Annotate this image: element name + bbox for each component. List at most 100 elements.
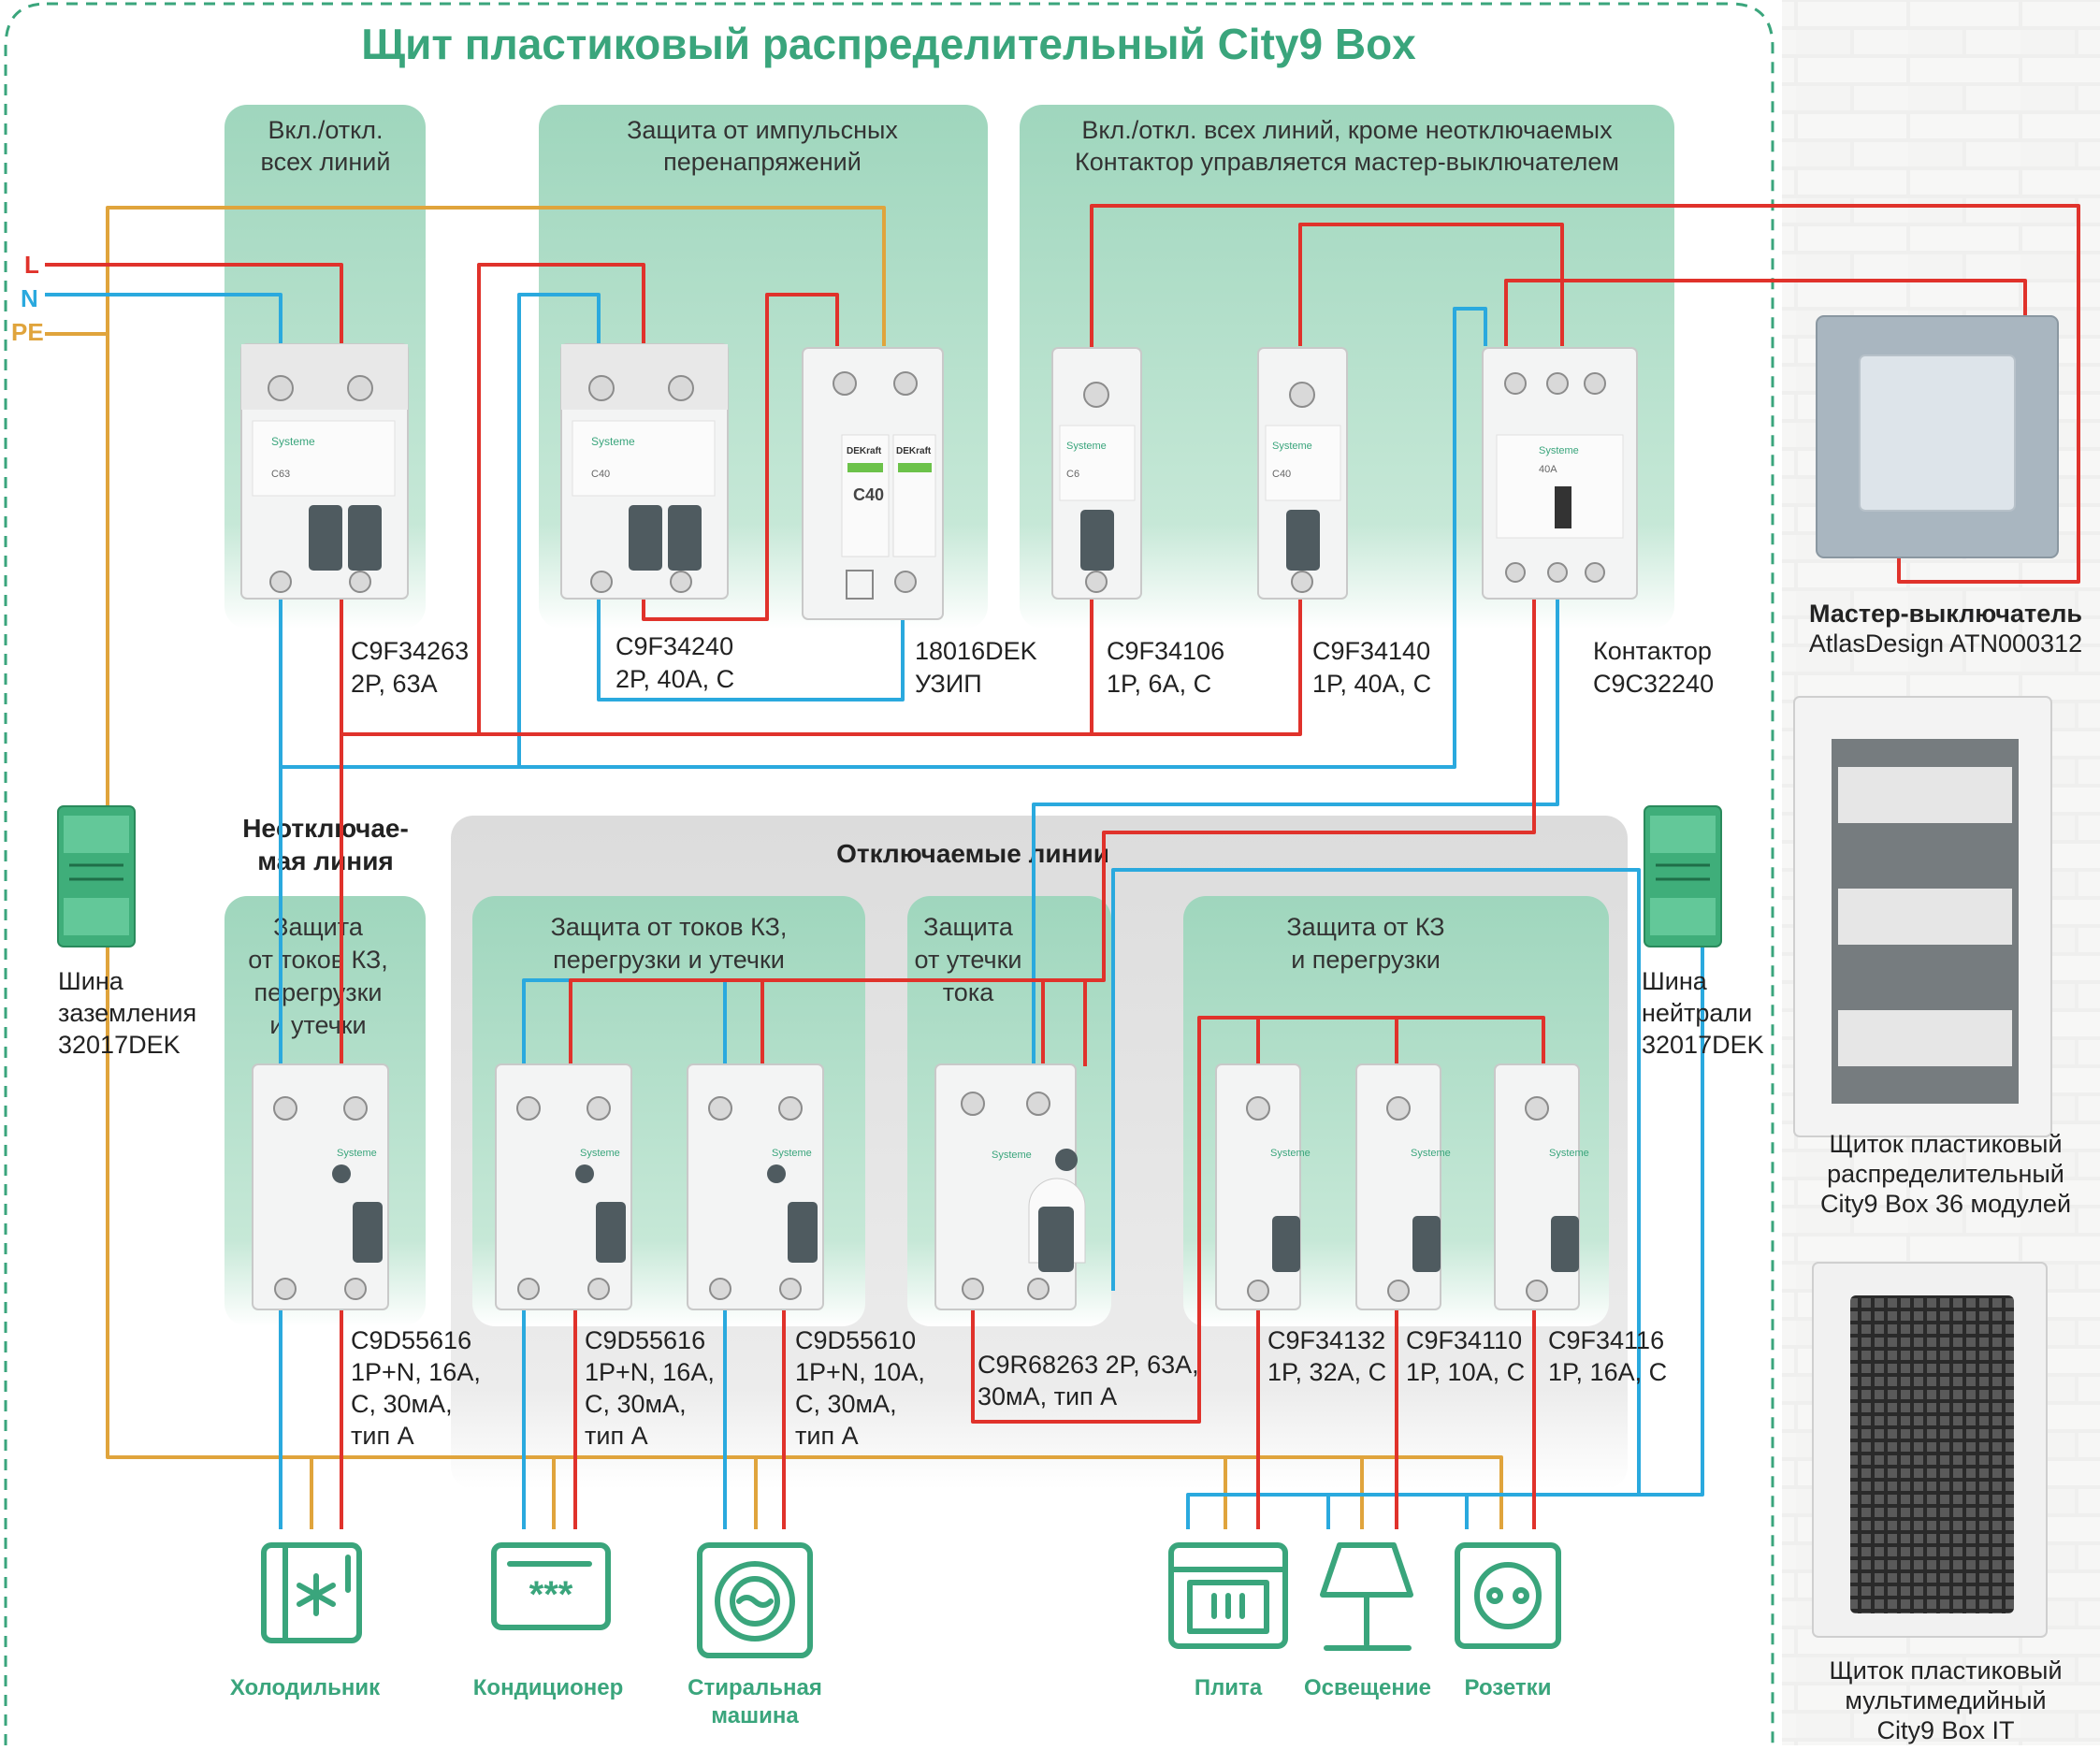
wire-n-drops (279, 1309, 727, 1529)
multimedia-board-image (1812, 1262, 2048, 1638)
wire-n-input (45, 293, 282, 346)
bdev-6-l1: 1P, 16A, C (1548, 1358, 1667, 1386)
brand-systeme-7: Systeme (580, 1148, 620, 1159)
load-label-washer-2: машина (711, 1703, 799, 1728)
bdev-4-l1: 1P, 32A, C (1267, 1358, 1386, 1386)
module-label-3: C40 (853, 485, 884, 504)
contactor-c9c32240[interactable]: Systeme 40A (1482, 347, 1638, 600)
module-label-6: 40A (1539, 464, 1557, 475)
bdev-5-l0: C9F34110 (1406, 1326, 1522, 1354)
product-label-switch-1: Мастер-выключатель (1809, 600, 2082, 628)
brand-dekraft-2: DEKraft (896, 446, 932, 456)
module-label-2: C40 (591, 469, 610, 480)
bdev-1-l1: 1P+N, 16A, (585, 1358, 715, 1386)
bus-label-pe: PE (11, 318, 44, 346)
brand-systeme-3: Systeme (1066, 441, 1107, 452)
group-label-rcd-3: тока (943, 978, 994, 1006)
brand-systeme-11: Systeme (1411, 1148, 1451, 1159)
device-spec-c9f34240: 2P, 40A, C (616, 665, 734, 693)
ground-bus-label-1: Шина (58, 967, 124, 995)
breaker-c9f34110[interactable]: Systeme (1355, 1063, 1451, 1310)
product-label-board-3: City9 Box 36 модулей (1820, 1190, 2071, 1218)
device-code-c9f34140: C9F34140 (1312, 637, 1430, 665)
oven-icon (1168, 1542, 1288, 1649)
rcbo-c9d55616[interactable]: Systeme (495, 1063, 632, 1310)
breaker-c9f34132[interactable]: Systeme (1215, 1063, 1311, 1310)
bdev-2-l3: тип A (795, 1422, 859, 1450)
device-code-18016dek: 18016DEK (915, 637, 1037, 665)
wire-n-contactor (1453, 307, 1487, 767)
bdev-0-l2: C, 30мА, (351, 1390, 453, 1418)
rcbo-c9d55610[interactable]: Systeme (687, 1063, 824, 1310)
brand-systeme-2: Systeme (591, 435, 635, 448)
unswitched-line-label-2: мая линия (257, 846, 394, 875)
page-title: Щит пластиковый распределительный City9 … (361, 20, 1416, 68)
group-label-rcbo-unswitched-3: перегрузки (253, 978, 382, 1006)
snowflake-icon (261, 1542, 362, 1643)
product-label-multimedia-2: мультимедийный (1845, 1686, 2046, 1714)
wire-n-surge (517, 293, 905, 767)
device-spec-c9f34263: 2P, 63A (351, 670, 438, 698)
load-label-lighting: Освещение (1304, 1675, 1431, 1700)
wire-pe-drops (310, 1457, 1364, 1529)
neutral-bus-label-2: нейтрали (1642, 999, 1752, 1027)
bdev-0-l3: тип A (351, 1422, 414, 1450)
device-spec-c9f34106: 1P, 6A, C (1107, 670, 1211, 698)
bdev-2-l1: 1P+N, 10A, (795, 1358, 925, 1386)
breaker-c9f34106[interactable]: Systeme C6 (1051, 347, 1142, 600)
neutral-bus-label-3: 32017DEK (1642, 1031, 1764, 1059)
breaker-c9f34263[interactable]: Systeme C63 (240, 343, 409, 600)
product-label-board-1: Щиток пластиковый (1829, 1130, 2062, 1158)
bdev-2-l2: C, 30мА, (795, 1390, 897, 1418)
neutral-bus-bar[interactable] (1644, 805, 1722, 947)
switched-lines-label: Отключаемые линии (836, 839, 1109, 868)
washing-machine-icon (697, 1542, 813, 1658)
product-label-board-2: распределительный (1827, 1160, 2064, 1188)
group-label-mcb-2: и перегрузки (1291, 946, 1441, 974)
ground-bus-bar[interactable] (57, 805, 136, 947)
brand-systeme-5: Systeme (1539, 445, 1579, 456)
bus-label-l: L (24, 251, 39, 279)
load-label-fridge: Холодильник (230, 1675, 381, 1700)
group-label-main-switch-2: всех линий (261, 148, 391, 176)
breaker-c9f34116[interactable]: Systeme (1494, 1063, 1589, 1310)
group-label-rcbo-unswitched-1: Защита (273, 913, 364, 941)
product-label-multimedia-3: City9 Box IT (1876, 1716, 2014, 1744)
product-label-multimedia-1: Щиток пластиковый (1829, 1656, 2062, 1685)
load-label-sockets: Розетки (1465, 1675, 1552, 1700)
device-spec-18016dek: УЗИП (915, 670, 982, 698)
ground-bus-label-3: 32017DEK (58, 1031, 181, 1059)
group-label-switched-2: Контактор управляется мастер-выключателе… (1075, 148, 1619, 176)
wire-pe-main (45, 206, 886, 346)
ac-icon-stars: *** (529, 1574, 573, 1615)
bdev-0-l0: C9D55616 (351, 1326, 471, 1354)
breaker-c9f34140[interactable]: Systeme C40 (1257, 347, 1348, 600)
rcd-c9r68263[interactable]: Systeme (934, 1063, 1086, 1310)
breaker-c9f34240[interactable]: Systeme C40 (560, 343, 729, 600)
wire-l-drops (340, 1309, 1536, 1529)
group-label-rcbo-unswitched-4: и утечки (269, 1011, 366, 1039)
brand-systeme-12: Systeme (1549, 1148, 1589, 1159)
air-conditioner-icon (491, 1542, 611, 1630)
bdev-4-l0: C9F34132 (1267, 1326, 1385, 1354)
bdev-3-l1: 30мА, тип A (978, 1382, 1117, 1410)
group-label-rcd-1: Защита (923, 913, 1014, 941)
surge-protector-18016dek[interactable]: DEKraft DEKraft C40 (802, 347, 944, 620)
group-label-surge: Защита от импульсных (627, 116, 898, 144)
brand-systeme-10: Systeme (1270, 1148, 1311, 1159)
device-spec-contactor: C9C32240 (1593, 670, 1714, 698)
group-label-rcbo-1: Защита от токов КЗ, (551, 913, 788, 941)
module-label-4: C6 (1066, 469, 1079, 480)
wire-l-input (45, 263, 343, 346)
group-label-rcd-2: от утечки (915, 946, 1022, 974)
lamp-icon (1320, 1542, 1413, 1651)
device-code-c9f34106: C9F34106 (1107, 637, 1224, 665)
group-label-rcbo-2: перегрузки и утечки (553, 946, 785, 974)
load-label-oven: Плита (1195, 1675, 1263, 1700)
wire-l-surge-in (477, 263, 645, 734)
rcbo-c9d55616-unswitched[interactable]: Systeme (252, 1063, 389, 1310)
bdev-1-l2: C, 30мА, (585, 1390, 687, 1418)
brand-systeme-6: Systeme (337, 1148, 377, 1159)
